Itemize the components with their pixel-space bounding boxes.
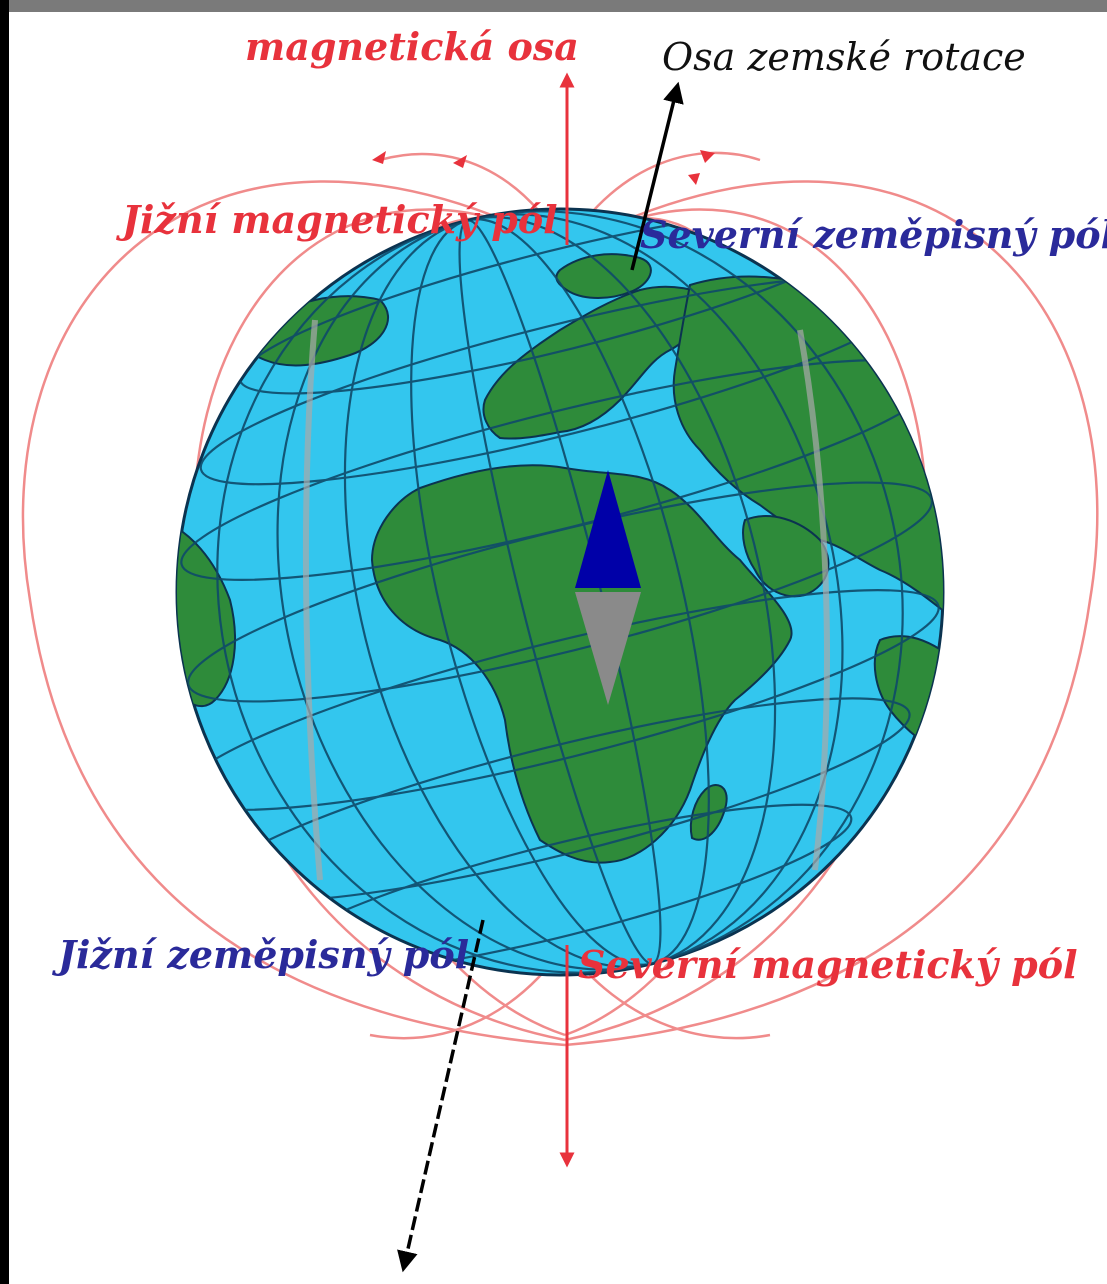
earth-globe [175, 207, 945, 977]
rotation-axis-bottom [397, 919, 485, 1273]
africa [370, 464, 793, 864]
rotation-axis-label: Osa zemské rotace [662, 35, 1026, 79]
compass-south-half [575, 592, 641, 705]
rotation-axis-top [630, 81, 684, 271]
grey-bands [302, 319, 830, 881]
north-magnetic-pole-label: Severní magnetický pól [578, 942, 1078, 987]
compass-needle-icon [575, 470, 641, 705]
grey-band-right [797, 329, 830, 871]
field-arrow-3 [700, 150, 715, 163]
field-line-outer-right [564, 180, 1099, 1047]
field-arrowheads [372, 150, 715, 185]
left-border [0, 0, 9, 1284]
field-arrow-4 [688, 173, 700, 185]
magnetic-axis-label: magnetická osa [245, 24, 579, 69]
field-arrow-2 [453, 155, 467, 168]
field-line-outer-left [21, 180, 566, 1047]
compass-north-half [575, 470, 641, 588]
south-magnetic-pole-label: Jižní magnetický pól [116, 197, 558, 242]
grey-band-left [302, 319, 323, 881]
south-geographic-pole-label: Jižní zeměpisný pól [52, 932, 469, 977]
north-geographic-pole-label: Severní zeměpisný pól [640, 212, 1107, 257]
field-arrow-1 [372, 151, 386, 164]
top-border [0, 0, 1107, 12]
